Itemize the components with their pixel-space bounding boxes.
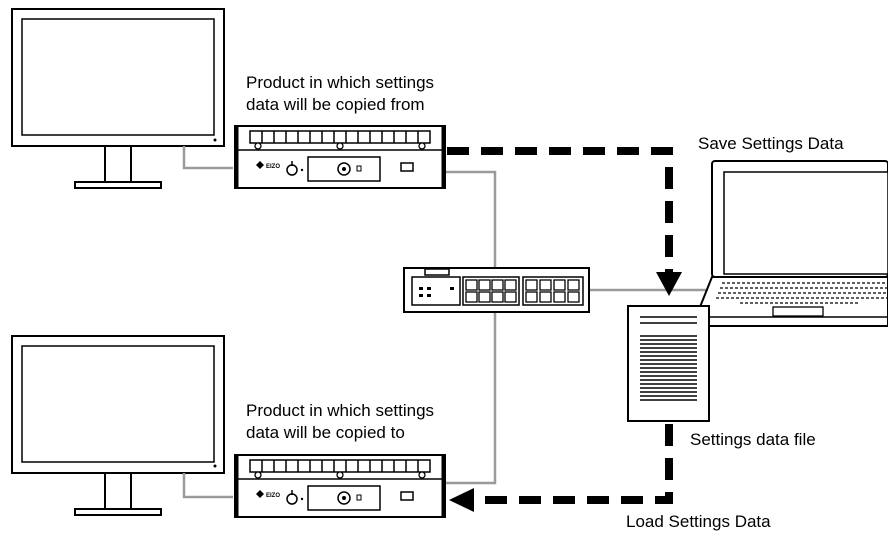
label-copy-from-line2: data will be copied from [246, 95, 425, 114]
label-load-settings: Load Settings Data [626, 512, 771, 531]
network-cables [182, 146, 710, 499]
monitor-bottom [11, 335, 225, 516]
label-copy-to-line2: data will be copied to [246, 423, 405, 442]
save-flow-arrow [447, 147, 682, 296]
load-flow-arrow [449, 424, 673, 512]
brand-logo: EIZO [266, 164, 280, 170]
laptop [695, 160, 888, 327]
label-copy-to-line1: Product in which settings [246, 401, 435, 420]
label-save-settings: Save Settings Data [698, 134, 844, 153]
label-copy-from: Product in which settings data will be c… [246, 72, 434, 116]
arrow-left-icon [449, 488, 474, 512]
label-copy-to: Product in which settings data will be c… [246, 400, 434, 444]
brand-logo: EIZO [266, 493, 280, 499]
settings-file-icon [627, 305, 710, 422]
device-copy-from: EIZO [234, 125, 446, 189]
network-switch [403, 267, 590, 313]
monitor-top [11, 8, 225, 189]
label-settings-file: Settings data file [690, 430, 816, 449]
device-copy-to: EIZO [234, 454, 446, 518]
arrow-down-icon [656, 272, 682, 296]
label-copy-from-line1: Product in which settings [246, 73, 435, 92]
